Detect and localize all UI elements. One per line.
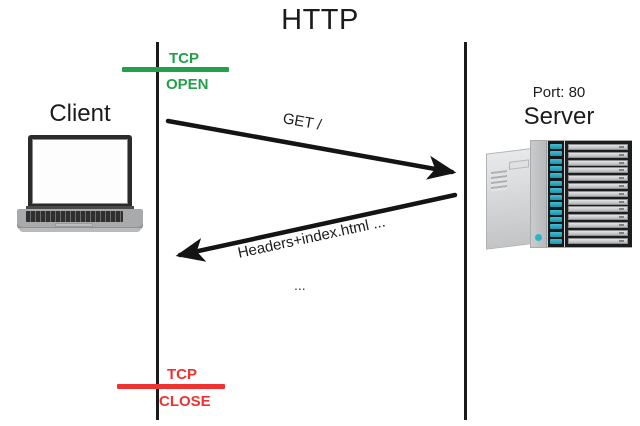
drive-handle-icon — [550, 238, 562, 244]
drive-handle-icon — [550, 173, 562, 179]
drive-bay — [568, 167, 628, 174]
drive-handle-icon — [550, 195, 562, 201]
drive-handle-icon — [550, 187, 562, 193]
drive-bay — [568, 175, 628, 182]
drive-handle-icon — [550, 202, 562, 208]
continuation-ellipsis: ... — [294, 277, 306, 293]
drive-bay — [568, 229, 628, 236]
drive-bay — [568, 214, 628, 221]
tcp-close-label-top: TCP — [167, 366, 197, 383]
server-port-label: Port: 80 — [532, 84, 586, 101]
drive-handle-icon — [550, 180, 562, 186]
drive-handle-icon — [550, 224, 562, 230]
laptop-icon — [17, 135, 143, 233]
server-lifeline — [464, 42, 467, 420]
drive-handle-icon — [550, 231, 562, 237]
client-actor: Client — [12, 100, 148, 235]
laptop-trackpad — [55, 223, 93, 227]
rack-side-panel — [486, 148, 532, 250]
client-lifeline — [156, 42, 159, 420]
laptop-hinge — [26, 206, 134, 210]
laptop-screen — [32, 139, 128, 204]
rack-bezel — [531, 141, 547, 247]
rack-front — [530, 140, 632, 248]
tcp-open-bar — [122, 67, 229, 72]
laptop-keyboard — [26, 211, 123, 222]
laptop-lid — [28, 135, 132, 208]
rack-side-plate — [509, 159, 529, 170]
drive-bay — [568, 237, 628, 244]
drive-handle-icon — [550, 209, 562, 215]
drive-bay — [568, 151, 628, 158]
server-actor: Port: 80 Server — [484, 84, 634, 254]
page-title: HTTP — [281, 4, 359, 36]
client-label: Client — [49, 100, 111, 127]
drive-handle-icon — [550, 217, 562, 222]
drive-bay — [568, 159, 628, 166]
drive-handle-icon — [550, 158, 562, 164]
drive-bay — [568, 183, 628, 189]
drive-handle-icon — [550, 165, 562, 171]
rack-power-led-icon — [535, 234, 542, 241]
server-label: Server — [523, 103, 595, 130]
drive-bay — [568, 144, 628, 150]
drive-handle-icon — [550, 151, 562, 157]
server-rack-icon — [486, 140, 632, 250]
drive-bay — [568, 222, 628, 228]
tcp-close-label-bottom: CLOSE — [159, 393, 211, 410]
request-arrow-label: GET / — [281, 110, 323, 134]
tcp-open-label-top: TCP — [169, 50, 199, 67]
tcp-open-label-bottom: OPEN — [166, 76, 209, 93]
drive-handle-icon — [550, 144, 562, 149]
response-arrow-label: Headers+index.html ... — [236, 213, 387, 262]
response-arrow — [175, 192, 458, 262]
rack-drive-handles — [548, 141, 564, 247]
drive-bay — [568, 190, 628, 197]
drive-bay — [568, 206, 628, 213]
tcp-close-bar — [117, 384, 225, 389]
laptop-shadow — [19, 228, 141, 232]
rack-drive-bays — [565, 141, 632, 247]
rack-vents — [491, 170, 507, 193]
drive-bay — [568, 198, 628, 205]
